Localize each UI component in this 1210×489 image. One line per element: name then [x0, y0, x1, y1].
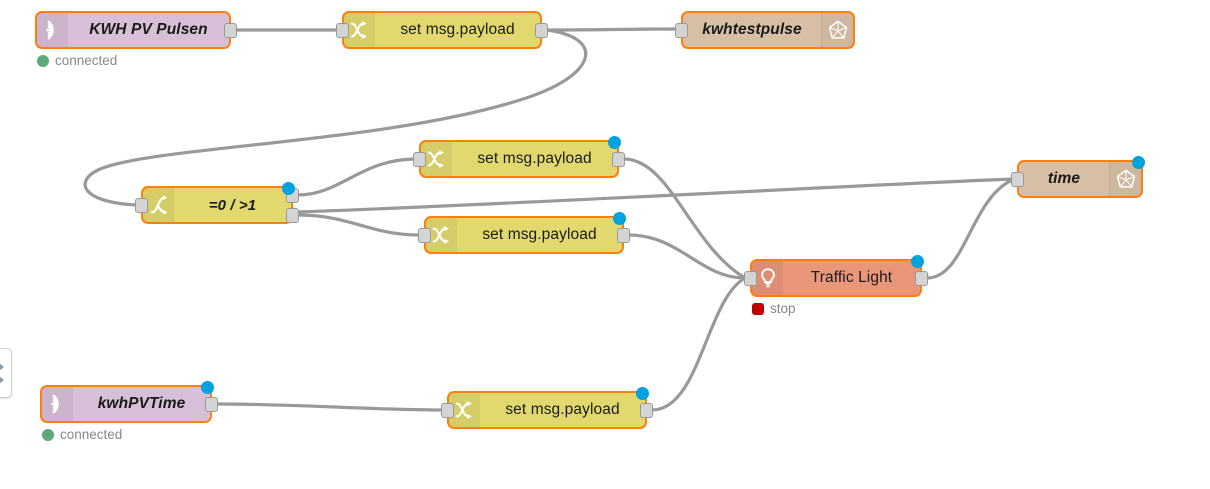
- node-body: Traffic Light: [752, 261, 920, 295]
- status-badge: connected: [37, 53, 117, 68]
- input-port[interactable]: [135, 197, 148, 213]
- status-dot: [752, 302, 764, 315]
- output-port-2[interactable]: [286, 207, 299, 223]
- home-assistant-icon: [821, 13, 853, 47]
- node-body: kwhPVTime: [42, 387, 210, 421]
- node-label: KWH PV Pulsen: [89, 21, 208, 38]
- node-label: set msg.payload: [400, 21, 515, 38]
- shuffle-icon: [449, 393, 480, 427]
- input-port[interactable]: [675, 22, 688, 38]
- chevron-right-icon-bottom: [0, 375, 4, 384]
- wire-change-mid-2-to-traffic-light[interactable]: [627, 233, 747, 280]
- light-bulb-icon: [752, 261, 783, 295]
- chevron-right-icon-top: [0, 362, 4, 371]
- status-label: connected: [60, 427, 123, 442]
- node-change-top[interactable]: set msg.payload: [336, 11, 548, 49]
- node-label: kwhPVTime: [97, 395, 186, 412]
- node-label: Traffic Light: [810, 269, 893, 286]
- output-port-1[interactable]: [224, 22, 237, 38]
- node-label: set msg.payload: [482, 226, 597, 243]
- changed-indicator: [613, 212, 626, 225]
- node-body: kwhtestpulse: [683, 13, 853, 47]
- status-label: connected: [55, 53, 118, 68]
- changed-indicator: [911, 255, 924, 268]
- node-change-mid-2[interactable]: set msg.payload: [418, 212, 630, 254]
- input-port[interactable]: [418, 227, 431, 243]
- wire-switch-node-out1-to-change-mid-1[interactable]: [296, 157, 416, 197]
- node-traffic-light[interactable]: Traffic Light: [744, 255, 928, 297]
- node-label: =0 / >1: [208, 196, 257, 214]
- node-switch-node[interactable]: =0 / >1: [135, 182, 299, 224]
- node-label: set msg.payload: [477, 150, 592, 167]
- node-change-bottom[interactable]: set msg.payload: [441, 387, 653, 429]
- node-time-node[interactable]: time: [1011, 156, 1145, 198]
- input-port[interactable]: [413, 151, 426, 167]
- output-port-1[interactable]: [617, 227, 630, 243]
- node-kwh-pv-pulsen[interactable]: KWH PV Pulsen: [35, 11, 237, 49]
- shuffle-icon: [426, 218, 457, 252]
- wire-switch-node-out2-to-time-node[interactable]: [296, 177, 1014, 214]
- changed-indicator: [636, 387, 649, 400]
- changed-indicator: [201, 381, 214, 394]
- shuffle-icon: [427, 150, 444, 168]
- status-dot: [37, 54, 49, 67]
- changed-indicator: [282, 182, 295, 195]
- output-port-1[interactable]: [535, 22, 548, 38]
- mqtt-antenna-icon: [45, 20, 54, 40]
- switch-fork-icon: [143, 188, 174, 222]
- node-body: set msg.payload: [449, 393, 645, 427]
- output-port-1[interactable]: [612, 151, 625, 167]
- status-badge: stop: [752, 301, 796, 316]
- palette-expand-handle[interactable]: [0, 348, 12, 398]
- mqtt-antenna-icon: [50, 394, 59, 414]
- node-label: set msg.payload: [505, 401, 620, 418]
- mqtt-antenna-icon: [42, 387, 73, 421]
- input-port[interactable]: [441, 402, 454, 418]
- changed-indicator: [1132, 156, 1145, 169]
- changed-indicator: [608, 136, 621, 149]
- output-port-1[interactable]: [915, 270, 928, 286]
- node-body: time: [1019, 162, 1141, 196]
- input-port[interactable]: [1011, 171, 1024, 187]
- wire-change-mid-1-to-traffic-light[interactable]: [622, 157, 747, 280]
- status-badge: connected: [42, 427, 122, 442]
- node-body: =0 / >1: [143, 188, 291, 222]
- mqtt-antenna-icon: [37, 13, 68, 47]
- node-body: KWH PV Pulsen: [37, 13, 229, 47]
- shuffle-icon: [344, 13, 375, 47]
- wire-change-top-to-kwhtestpulse[interactable]: [545, 27, 678, 32]
- node-change-mid-1[interactable]: set msg.payload: [413, 136, 625, 178]
- input-port[interactable]: [744, 270, 757, 286]
- shuffle-icon: [421, 142, 452, 176]
- wire-kwh-pv-time-to-change-bottom[interactable]: [215, 402, 444, 412]
- wire-traffic-light-to-time-node[interactable]: [925, 178, 1014, 280]
- status-label: stop: [770, 301, 796, 316]
- wire-change-top-to-switch-node[interactable]: [83, 28, 588, 207]
- node-kwh-pv-time[interactable]: kwhPVTime: [40, 381, 218, 423]
- output-port-1[interactable]: [205, 396, 218, 412]
- node-body: set msg.payload: [421, 142, 617, 176]
- node-label: time: [1047, 170, 1081, 187]
- wire-switch-node-out2-to-change-mid-2[interactable]: [296, 213, 421, 237]
- input-port[interactable]: [336, 22, 349, 38]
- node-body: set msg.payload: [344, 13, 540, 47]
- status-dot: [42, 428, 54, 441]
- home-assistant-icon: [828, 20, 847, 39]
- shuffle-icon: [432, 226, 449, 244]
- node-body: set msg.payload: [426, 218, 622, 252]
- switch-fork-icon: [150, 195, 167, 215]
- light-bulb-icon: [760, 268, 775, 288]
- node-label: kwhtestpulse: [702, 21, 802, 38]
- output-port-1[interactable]: [640, 402, 653, 418]
- home-assistant-icon: [1116, 169, 1135, 188]
- wire-change-bottom-to-traffic-light[interactable]: [650, 276, 747, 412]
- shuffle-icon: [350, 21, 367, 39]
- shuffle-icon: [455, 401, 472, 419]
- node-kwhtestpulse[interactable]: kwhtestpulse: [675, 11, 855, 49]
